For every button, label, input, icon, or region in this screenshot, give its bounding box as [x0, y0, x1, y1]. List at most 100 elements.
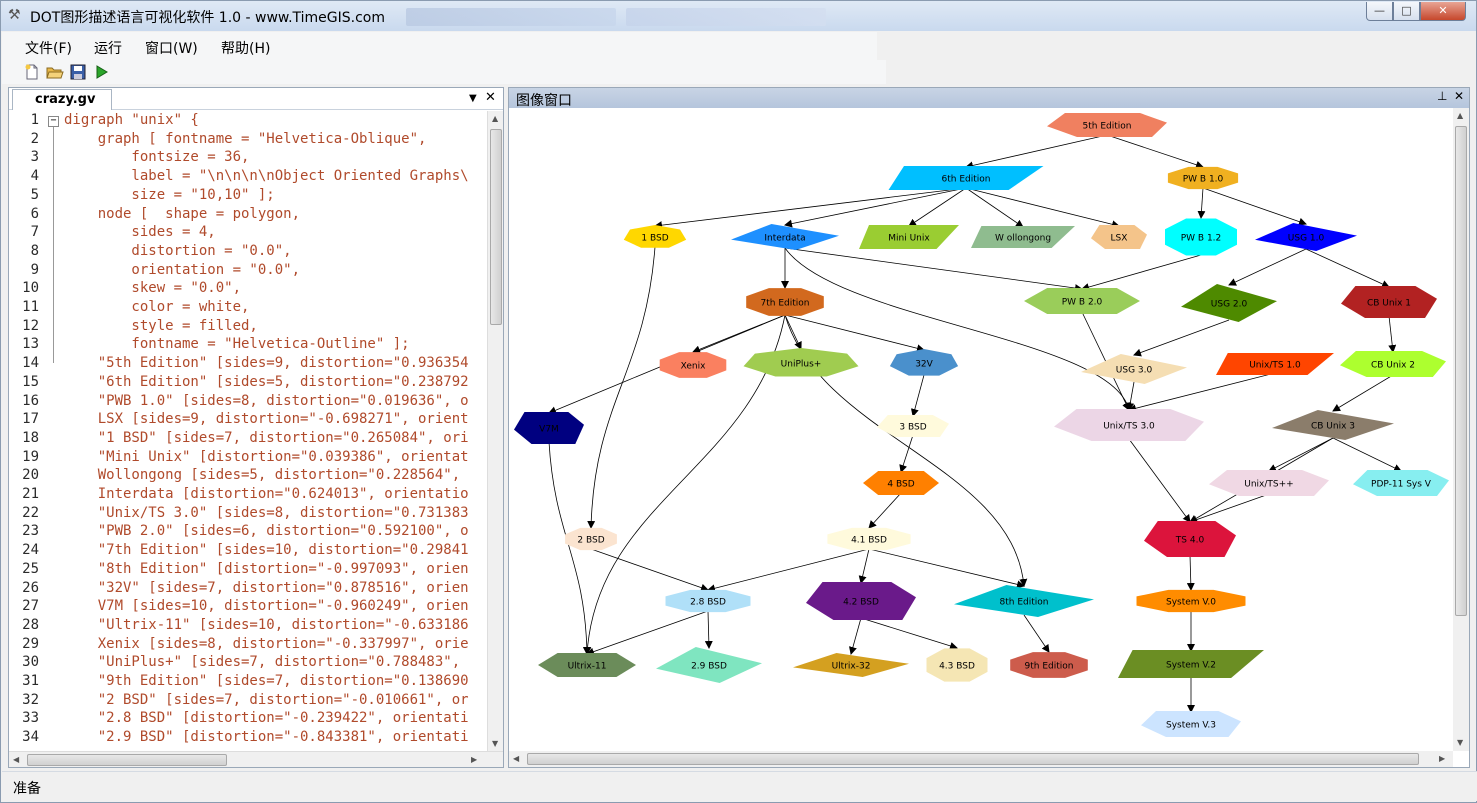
graph-node-xenix[interactable]: Xenix	[659, 352, 727, 378]
graph-node-5th[interactable]: 5th Edition	[1047, 113, 1167, 137]
tab-dropdown-icon[interactable]: ▼	[469, 93, 477, 104]
graph-node-usg30[interactable]: USG 3.0	[1081, 354, 1187, 384]
graph-node-sv3[interactable]: System V.3	[1141, 711, 1241, 737]
graph-node-uts10[interactable]: Unix/TS 1.0	[1216, 353, 1334, 375]
title-bar[interactable]: ⚒ DOT图形描述语言可视化软件 1.0 - www.TimeGIS.com —…	[1, 1, 1476, 31]
code-line[interactable]: 9 orientation = "0.0",	[9, 261, 487, 280]
code-line[interactable]: 8 distortion = "0.0",	[9, 242, 487, 261]
graph-node-29bsd[interactable]: 2.9 BSD	[656, 647, 762, 683]
scroll-right-icon[interactable]: ▶	[471, 755, 478, 764]
code-line[interactable]: 31 "9th Edition" [sides=7, distortion="0…	[9, 672, 487, 691]
graph-node-43bsd[interactable]: 4.3 BSD	[926, 648, 988, 682]
code-line[interactable]: 30 "UniPlus+" [sides=7, distortion="0.78…	[9, 653, 487, 672]
graph-node-usg10[interactable]: USG 1.0	[1255, 223, 1357, 251]
maximize-button[interactable]: □	[1393, 2, 1420, 21]
graph-node-2bsd[interactable]: 2 BSD	[565, 527, 617, 551]
minimize-button[interactable]: —	[1366, 2, 1393, 21]
code-line[interactable]: 28 "Ultrix-11" [sides=10, distortion="-0…	[9, 616, 487, 635]
graph-node-pwb20[interactable]: PW B 2.0	[1024, 288, 1140, 314]
graph-scroll-left-icon[interactable]: ◀	[513, 754, 520, 763]
graph-node-28bsd[interactable]: 2.8 BSD	[665, 589, 751, 613]
graph-node-mini[interactable]: Mini Unix	[859, 225, 959, 249]
editor-vertical-scrollbar[interactable]: ▲ ▼	[487, 111, 503, 751]
graph-node-lsx[interactable]: LSX	[1091, 225, 1147, 249]
graph-node-pdp[interactable]: PDP-11 Sys V	[1353, 470, 1449, 496]
code-line[interactable]: 24 "7th Edition" [sides=10, distortion="…	[9, 541, 487, 560]
graph-node-8th[interactable]: 8th Edition	[954, 585, 1094, 617]
code-line[interactable]: 13 fontname = "Helvetica-Outline" ];	[9, 335, 487, 354]
code-line[interactable]: 21 Interdata [distortion="0.624013", ori…	[9, 485, 487, 504]
editor-hscroll-thumb[interactable]	[27, 754, 227, 766]
graph-node-usg20[interactable]: USG 2.0	[1181, 284, 1277, 322]
graph-node-ultrix[interactable]: Ultrix-11	[538, 653, 636, 677]
graph-node-cb3[interactable]: CB Unix 3	[1272, 410, 1394, 440]
pin-icon[interactable]: ⊥	[1437, 89, 1448, 103]
graph-node-sv2[interactable]: System V.2	[1118, 650, 1264, 678]
code-line[interactable]: 20 Wollongong [sides=5, distortion="0.22…	[9, 466, 487, 485]
editor-vscroll-thumb[interactable]	[490, 129, 502, 325]
code-line[interactable]: 22 "Unix/TS 3.0" [sides=8, distortion="0…	[9, 504, 487, 523]
new-file-icon[interactable]	[23, 63, 41, 81]
code-line[interactable]: 17 LSX [sides=9, distortion="-0.698271",…	[9, 410, 487, 429]
code-line[interactable]: 6 node [ shape = polygon,	[9, 205, 487, 224]
code-line[interactable]: 16 "PWB 1.0" [sides=8, distortion="0.019…	[9, 392, 487, 411]
code-line[interactable]: 7 sides = 4,	[9, 223, 487, 242]
graph-node-7th[interactable]: 7th Edition	[746, 288, 824, 316]
code-line[interactable]: 32 "2 BSD" [sides=7, distortion="-0.0106…	[9, 691, 487, 710]
open-folder-icon[interactable]	[46, 63, 64, 81]
scroll-down-icon[interactable]: ▼	[492, 739, 499, 748]
code-line[interactable]: 12 style = filled,	[9, 317, 487, 336]
code-line[interactable]: 2 graph [ fontname = "Helvetica-Oblique"…	[9, 130, 487, 149]
menu-help[interactable]: 帮助(H)	[221, 41, 271, 57]
graph-node-4bsd[interactable]: 4 BSD	[863, 471, 939, 495]
graph-node-interdata[interactable]: Interdata	[731, 224, 839, 250]
code-line[interactable]: 11 color = white,	[9, 298, 487, 317]
save-icon[interactable]	[69, 63, 87, 81]
graph-scroll-down-icon[interactable]: ▼	[1457, 738, 1464, 747]
graph-node-9th[interactable]: 9th Edition	[1010, 652, 1088, 678]
graph-node-pwb10[interactable]: PW B 1.0	[1167, 166, 1239, 190]
graph-node-cb2[interactable]: CB Unix 2	[1340, 351, 1446, 377]
menu-run[interactable]: 运行	[94, 41, 122, 57]
code-line[interactable]: 27 V7M [sides=10, distortion="-0.960249"…	[9, 597, 487, 616]
editor-tab[interactable]: crazy.gv	[12, 89, 112, 110]
graph-node-42bsd[interactable]: 4.2 BSD	[806, 582, 916, 620]
graph-node-32v[interactable]: 32V	[889, 349, 959, 376]
graph-node-utspp[interactable]: Unix/TS++	[1209, 470, 1329, 496]
graph-node-1bsd[interactable]: 1 BSD	[623, 225, 687, 248]
code-line[interactable]: 23 "PWB 2.0" [sides=6, distortion="0.592…	[9, 522, 487, 541]
code-line[interactable]: 29 Xenix [sides=8, distortion="-0.337997…	[9, 635, 487, 654]
code-line[interactable]: 33 "2.8 BSD" [distortion="-0.239422", or…	[9, 709, 487, 728]
run-icon[interactable]	[92, 63, 110, 81]
graph-vertical-scrollbar[interactable]: ▲ ▼	[1453, 108, 1469, 751]
graph-hscroll-thumb[interactable]	[527, 753, 1419, 765]
menu-window[interactable]: 窗口(W)	[145, 41, 198, 57]
graph-scroll-up-icon[interactable]: ▲	[1457, 111, 1464, 120]
close-button[interactable]: ✕	[1420, 2, 1466, 21]
graph-node-41bsd[interactable]: 4.1 BSD	[827, 527, 911, 551]
graph-node-ultrix32[interactable]: Ultrix-32	[793, 653, 909, 677]
editor-horizontal-scrollbar[interactable]: ◀ ▶	[9, 751, 503, 767]
graph-node-uniplus[interactable]: UniPlus+	[743, 348, 859, 377]
scroll-left-icon[interactable]: ◀	[13, 755, 20, 764]
code-line[interactable]: 15 "6th Edition" [sides=5, distortion="0…	[9, 373, 487, 392]
close-pane-icon[interactable]: ✕	[1454, 89, 1465, 103]
graph-node-3bsd[interactable]: 3 BSD	[877, 415, 949, 437]
close-tab-icon[interactable]: ✕	[485, 90, 496, 105]
code-line[interactable]: 4 label = "\n\n\n\nObject Oriented Graph…	[9, 167, 487, 186]
code-line[interactable]: 14 "5th Edition" [sides=9, distortion="0…	[9, 354, 487, 373]
graph-canvas[interactable]: 5th Edition 6th Edition PW B 1.0 1 BSD Inter…	[509, 108, 1453, 751]
graph-vscroll-thumb[interactable]	[1455, 126, 1467, 616]
code-line[interactable]: 10 skew = "0.0",	[9, 279, 487, 298]
graph-node-woll[interactable]: W ollongong	[971, 226, 1075, 248]
graph-node-ts40[interactable]: TS 4.0	[1144, 521, 1236, 557]
graph-node-6th[interactable]: 6th Edition	[888, 166, 1044, 190]
code-line[interactable]: 19 "Mini Unix" [distortion="0.039386", o…	[9, 448, 487, 467]
code-line[interactable]: 25 "8th Edition" [distortion="-0.997093"…	[9, 560, 487, 579]
code-line[interactable]: 5 size = "10,10" ];	[9, 186, 487, 205]
code-line[interactable]: 34 "2.9 BSD" [distortion="-0.843381", or…	[9, 728, 487, 747]
graph-node-uts30[interactable]: Unix/TS 3.0	[1054, 409, 1204, 441]
graph-node-sv0[interactable]: System V.0	[1136, 589, 1246, 613]
